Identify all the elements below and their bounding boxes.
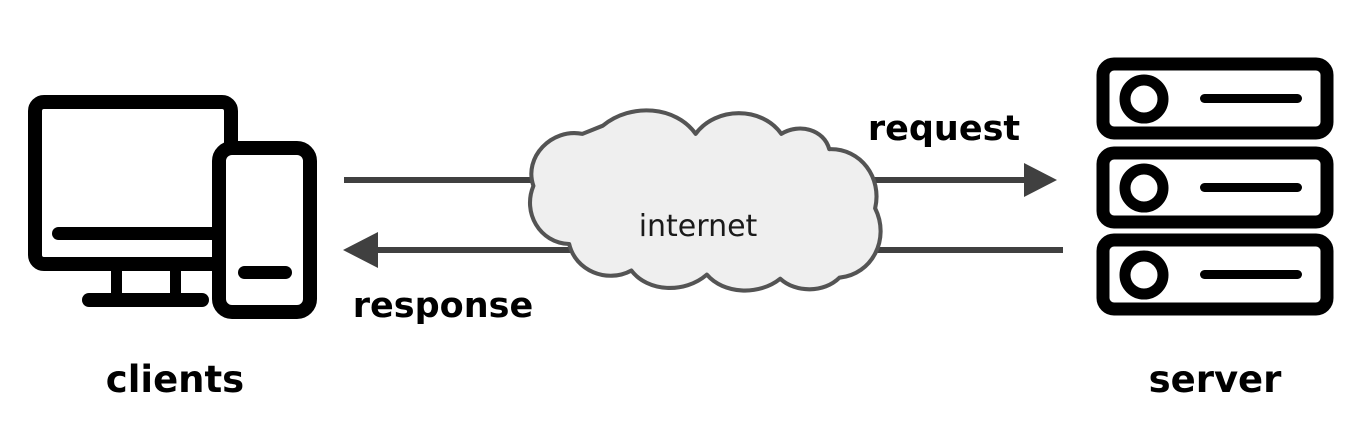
request-arrowhead-right-icon	[1024, 163, 1057, 197]
request-label: request	[868, 109, 1020, 149]
server-unit-2-slot	[1200, 183, 1302, 192]
server-unit-3-slot	[1200, 270, 1302, 279]
server-unit-2-led-icon	[1119, 163, 1169, 213]
server-unit-1-slot	[1200, 94, 1302, 103]
clients-node[interactable]: clients	[28, 95, 317, 401]
monitor-stand-right-leg	[170, 264, 181, 302]
server-rack-unit	[1096, 146, 1334, 229]
server-rack-unit	[1096, 57, 1334, 140]
response-arrowhead-left-icon	[343, 232, 378, 268]
server-label: server	[1149, 358, 1283, 401]
phone-home-bar	[238, 266, 292, 279]
server-unit-3-led-icon	[1119, 250, 1169, 300]
server-node[interactable]: server	[1096, 57, 1334, 401]
desktop-monitor-and-mobile-phone-icon	[28, 95, 317, 319]
cloud-icon	[527, 108, 883, 293]
server-rack-icon	[1096, 57, 1334, 316]
server-unit-1-led-icon	[1119, 74, 1169, 124]
internet-label: internet	[639, 209, 758, 244]
monitor-base	[82, 293, 209, 307]
monitor-screen-bar	[52, 227, 220, 240]
phone-frame	[212, 141, 317, 319]
monitor-stand-left-leg	[111, 264, 122, 302]
response-label: response	[353, 286, 533, 326]
clients-label: clients	[106, 358, 244, 401]
server-rack-unit	[1096, 233, 1334, 316]
internet-node[interactable]: internet	[527, 108, 883, 293]
